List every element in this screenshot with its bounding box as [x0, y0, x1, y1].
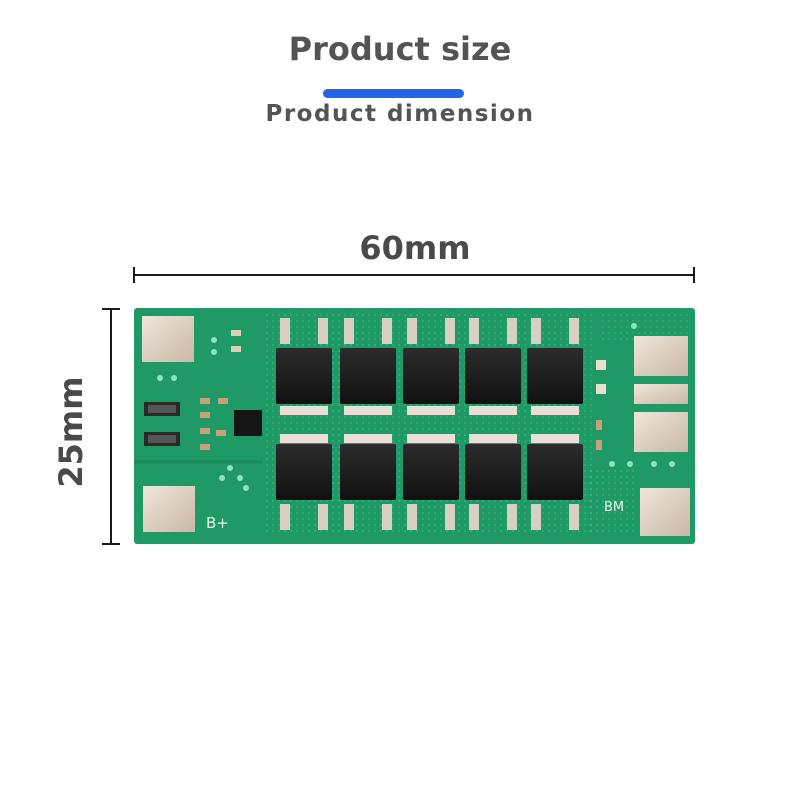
width-dimension-tick-right: [693, 267, 695, 283]
height-dimension-line: [110, 309, 112, 544]
width-dimension-line: [134, 274, 695, 276]
width-dimension-tick-left: [133, 267, 135, 283]
mosfet-array: [276, 318, 583, 530]
height-dimension-tick-top: [102, 308, 120, 310]
solder-pads: [142, 316, 690, 536]
height-dimension-tick-bottom: [102, 543, 120, 545]
page-subtitle: Product dimension: [265, 101, 535, 127]
page-title: Product size: [288, 30, 512, 68]
width-dimension-label: 60mm: [359, 229, 471, 267]
smd-components: [144, 330, 262, 491]
silkscreen-b-plus: B+: [206, 514, 229, 532]
title-accent-bar: [323, 89, 464, 98]
silkscreen-bm: BM: [604, 500, 625, 515]
smd-components-right: [596, 323, 675, 467]
